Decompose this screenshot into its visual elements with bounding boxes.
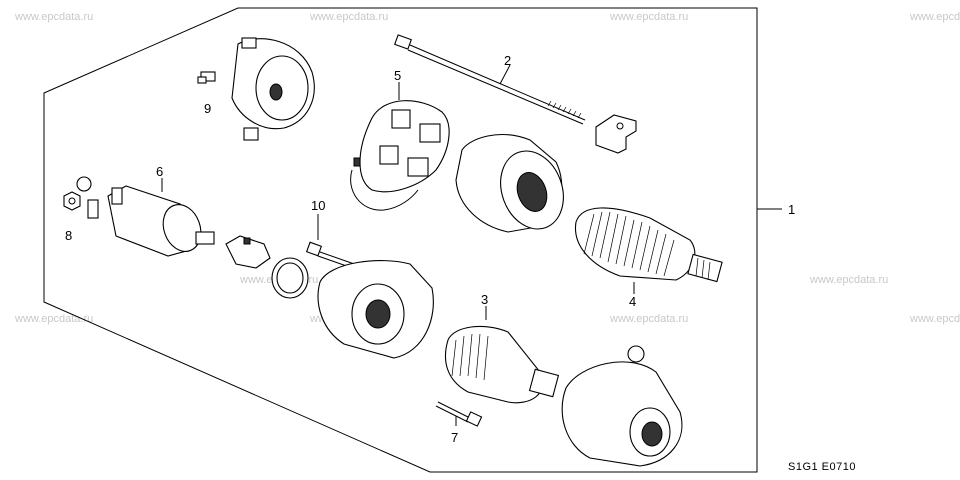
callout-9: 9 bbox=[204, 101, 211, 116]
yoke-housing bbox=[455, 134, 564, 233]
rear-cover bbox=[231, 37, 315, 141]
watermark-top-mid: www.epcdata.ru bbox=[309, 11, 388, 23]
part-7-bolt bbox=[435, 401, 483, 427]
part-6-solenoid bbox=[76, 176, 215, 257]
callout-1: 1 bbox=[788, 202, 795, 217]
watermark-lower-edge: www.epcdata.ru bbox=[909, 313, 960, 325]
watermark-top-left: www.epcdata.ru bbox=[14, 11, 93, 23]
part-9-screw bbox=[197, 71, 216, 84]
callout-4: 4 bbox=[629, 294, 636, 309]
callout-5: 5 bbox=[394, 68, 401, 83]
shift-fork bbox=[225, 235, 271, 269]
part-3-clutch bbox=[445, 325, 560, 404]
callout-3: 3 bbox=[481, 292, 488, 307]
callout-10: 10 bbox=[311, 198, 325, 213]
watermark-lower-left: www.epcdata.ru bbox=[14, 313, 93, 325]
part-4-armature bbox=[574, 207, 723, 283]
callout-7: 7 bbox=[451, 430, 458, 445]
part-5-brush-holder bbox=[350, 100, 450, 211]
leader-2 bbox=[499, 64, 511, 85]
part-2-through-bolt bbox=[394, 34, 637, 154]
assembly-outline bbox=[43, 7, 758, 473]
callout-8: 8 bbox=[65, 228, 72, 243]
diagram-code: S1G1 E0710 bbox=[788, 461, 856, 473]
o-ring bbox=[271, 257, 309, 299]
watermark-mid-right: www.epcdata.ru bbox=[809, 274, 888, 286]
part-8-nut bbox=[63, 191, 81, 211]
watermark-top-right: www.epcdata.ru bbox=[609, 11, 688, 23]
gear-housing bbox=[317, 260, 434, 359]
callout-6: 6 bbox=[156, 164, 163, 179]
front-bracket bbox=[561, 345, 683, 467]
watermark-lower-right: www.epcdata.ru bbox=[609, 313, 688, 325]
watermark-top-edge: www.epcdata.ru bbox=[909, 11, 960, 23]
callout-2: 2 bbox=[504, 53, 511, 68]
